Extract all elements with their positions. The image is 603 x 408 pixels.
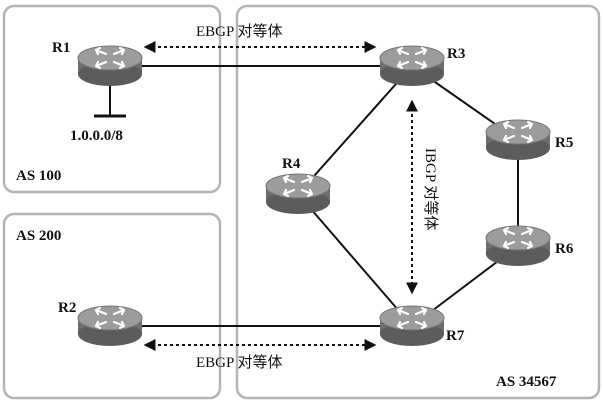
- router-r2-icon: [76, 304, 144, 348]
- ibgp-peering-label: IBGP 对等体: [422, 148, 440, 230]
- ebgp-top-peering-label: EBGP 对等体: [196, 22, 283, 40]
- router-r2-label: R2: [58, 300, 76, 316]
- link-r4-r7: [297, 193, 413, 327]
- router-r3-icon: [378, 44, 446, 88]
- router-r7-icon: [378, 304, 446, 348]
- as34567-label: AS 34567: [496, 374, 557, 390]
- link-r3-r4: [297, 65, 413, 195]
- router-r6-icon: [484, 224, 552, 268]
- router-r1-label: R1: [52, 40, 70, 56]
- network-prefix-label: 1.0.0.0/8: [70, 128, 123, 144]
- router-r3-label: R3: [447, 46, 465, 62]
- as100-domain-box: [2, 4, 222, 194]
- router-r4-icon: [264, 172, 332, 216]
- ebgp-bottom-peering-label: EBGP 对等体: [196, 353, 283, 371]
- as200-label: AS 200: [16, 228, 61, 244]
- as100-label: AS 100: [16, 168, 61, 184]
- router-r6-label: R6: [555, 241, 574, 257]
- as34567-domain-box: [235, 4, 601, 400]
- router-r4-label: R4: [282, 156, 301, 172]
- router-r7-label: R7: [446, 328, 465, 344]
- router-r5-icon: [484, 118, 552, 162]
- as200-domain-box: [2, 212, 222, 400]
- router-r1-icon: [76, 44, 144, 88]
- router-r5-label: R5: [555, 135, 573, 151]
